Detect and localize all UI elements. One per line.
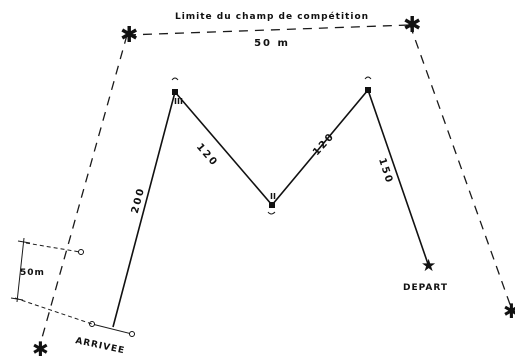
side-measure-tick-top (17, 240, 31, 244)
buoy-top-left-arrow-icon (171, 77, 179, 81)
marker-label-middle: II (270, 192, 276, 201)
side-distance-label: 50m (20, 268, 45, 278)
buoy-middle-arrow-icon (267, 211, 276, 215)
buoy-top-right-icon (365, 87, 371, 93)
finish-label: ARRIVEE (74, 336, 125, 356)
side-measure-top-buoy-icon (78, 249, 84, 255)
buoy-top-left-icon (172, 89, 178, 95)
leg-label-middle-to-top-left: 120 (194, 142, 220, 169)
boundary-corner-bottom-right-icon: ✱ (503, 299, 515, 323)
leg-label-top-left-to-finish: 200 (130, 186, 148, 215)
finish-line (91, 323, 133, 335)
boundary-right-line (409, 24, 513, 311)
boundary-left-line (39, 34, 128, 346)
field-limit-title: Limite du champ de compétition (175, 11, 369, 22)
start-star-icon: ★ (421, 256, 436, 276)
finish-buoy-left-icon (89, 321, 95, 327)
side-measure-vertical (16, 237, 25, 303)
boundary-corner-top-right-icon: ✱ (403, 13, 421, 38)
start-label: DEPART (403, 283, 448, 293)
side-measure-bottom-line (14, 297, 93, 325)
buoy-middle-icon (269, 202, 275, 208)
boundary-corner-bottom-left-icon: ✱ (32, 337, 49, 356)
leg-label-top-right-to-middle: 120 (311, 131, 337, 158)
marker-label-top-left: III (174, 97, 183, 106)
buoy-top-right-arrow-icon (364, 76, 372, 80)
side-measure-tick-bottom (10, 297, 24, 301)
boundary-top-line (126, 24, 411, 36)
boundary-corner-top-left-icon: ✱ (120, 23, 138, 48)
side-measure-top-line (25, 242, 81, 253)
finish-buoy-right-icon (129, 331, 135, 337)
course-path (112, 88, 429, 328)
top-distance-label: 50 m (254, 38, 290, 49)
